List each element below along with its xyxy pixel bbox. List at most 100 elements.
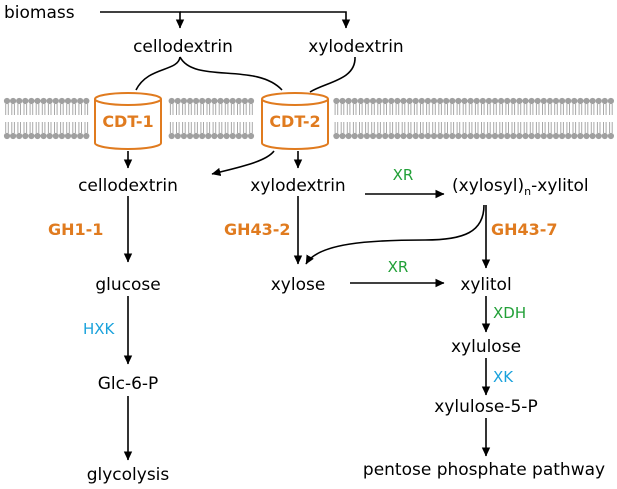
lipid-head [217,97,224,105]
lipid-head [10,97,17,105]
lipid-head [235,132,242,140]
lipid-head [180,132,187,140]
lipid-head [345,132,352,140]
lipid-head [229,97,236,105]
lipid-head [491,97,499,105]
lipid-head [211,97,218,105]
cdt1-label: CDT-1 [102,112,153,131]
lipid-head [485,132,492,140]
lipid-head [3,97,11,105]
lipid-head [601,97,608,105]
lipid-head [83,132,90,140]
lipid-head [339,132,346,140]
lipid-head [498,132,505,140]
lipid-head [400,97,407,105]
lipid-head [174,132,181,140]
lipid-head [406,132,413,140]
gh43-2-label: GH43-2 [224,220,291,239]
cellodextrin-extracellular-label: cellodextrin [133,37,233,57]
xylosyl-part: (xylosyl) [452,176,524,196]
lipid-head [52,132,59,140]
lipid-head [357,97,364,105]
lipid-head [424,97,431,105]
lipid-head [491,132,499,140]
glycolysis-label: glycolysis [87,465,170,485]
lipid-head [369,97,377,105]
xylose-label: xylose [271,275,326,295]
lipid-head [64,97,72,105]
lipid-head [455,132,462,140]
lipid-head [333,132,340,140]
xk-label: XK [493,368,514,386]
lipid-head [241,132,248,140]
xylosyl-subscript-n: n [524,185,531,198]
lipid-head [546,132,554,140]
lipid-head [388,97,395,105]
lipid-head [577,132,584,140]
lipid-head [229,132,236,140]
gh43-7-label: GH43-7 [491,220,558,239]
lipid-head [28,132,35,140]
lipid-head [418,132,425,140]
xylosyl-xylitol-to-xylose-arrow [305,204,485,265]
lipid-head [601,132,608,140]
lipid-head [443,132,450,140]
lipid-head [3,132,11,140]
lipid-head [595,97,602,105]
cdt2-transporter: CDT-2 [261,92,329,150]
lipid-head [34,132,41,140]
cdt1-transporter: CDT-1 [94,92,162,150]
lipid-head [22,132,29,140]
lipid-head [180,97,187,105]
lipid-head [394,97,401,105]
lipid-head [58,132,65,140]
lipid-head [516,132,523,140]
lipid-head [412,97,419,105]
lipid-head [430,132,438,140]
xylitol-label: xylitol [460,275,511,295]
lipid-head [71,132,78,140]
lipid-head [40,97,47,105]
lipid-head [461,97,468,105]
lipid-head [217,132,224,140]
lipid-head [552,97,560,105]
lipid-head [479,132,486,140]
lipid-head [607,132,615,140]
lipid-head [333,97,340,105]
lipid-head [534,132,541,140]
lipid-head [418,97,425,105]
lipid-head [83,97,90,105]
gh1-1-label: GH1-1 [48,220,103,239]
lipid-head [449,132,456,140]
lipid-head [455,97,462,105]
lipid-head [28,97,35,105]
cdt2-to-cellodextrin-arrow [211,150,275,177]
lipid-head [473,132,480,140]
lipid-head [168,97,175,105]
lipid-head [540,97,547,105]
lipid-head [559,132,566,140]
ppp-label: pentose phosphate pathway [363,460,605,480]
lipid-head [595,132,602,140]
lipid-head [345,97,352,105]
lipid-head [22,97,29,105]
xylulose5p-label: xylulose-5-P [434,397,537,417]
lipid-head [64,132,72,140]
lipid-head [363,97,370,105]
lipid-head [247,132,255,140]
lipid-head [376,132,383,140]
hxk-label: HXK [83,320,116,338]
lipid-head [40,132,47,140]
lipid-head [565,132,572,140]
lipid-head [540,132,547,140]
lipid-head [382,97,389,105]
lipid-head [357,132,364,140]
lipid-head [363,132,370,140]
cellodextrin-to-cdt1-line [135,56,181,91]
lipid-head [235,97,242,105]
lipid-head [589,97,596,105]
xylulose-label: xylulose [451,337,521,357]
lipid-head [589,132,596,140]
lipid-head [223,132,230,140]
lipid-head [607,97,615,105]
